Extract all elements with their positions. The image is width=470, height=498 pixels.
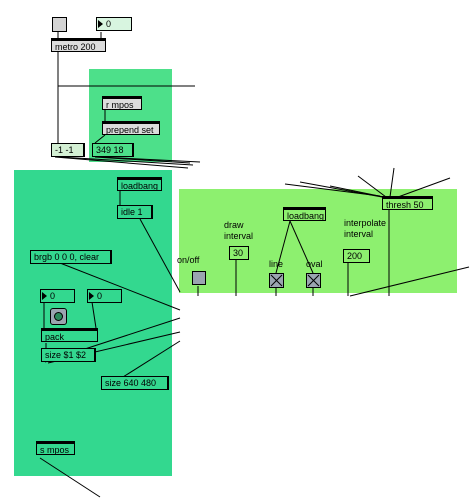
top-bang-button[interactable] — [52, 17, 67, 32]
number-right-value: 0 — [97, 291, 103, 301]
clear-message[interactable]: brgb 0 0 0, clear — [30, 250, 112, 264]
oval-label: oval — [306, 259, 323, 269]
metro-number-box[interactable]: 0 — [96, 17, 132, 31]
on-off-label: on/off — [177, 255, 200, 265]
interpolate-interval-value: 200 — [347, 251, 363, 261]
coords-message[interactable]: 349 18 — [92, 143, 134, 157]
size-message[interactable]: size $1 $2 — [41, 348, 96, 362]
prepend-set-object[interactable]: prepend set — [102, 121, 160, 135]
draw-interval-value: 30 — [233, 248, 244, 258]
number-right-box[interactable]: 0 — [87, 289, 122, 303]
bang-button[interactable] — [50, 308, 67, 325]
line-toggle[interactable] — [269, 273, 284, 288]
number-left-box[interactable]: 0 — [40, 289, 75, 303]
draw-interval-number[interactable]: 30 — [229, 246, 249, 260]
metro-object[interactable]: metro 200 — [51, 38, 106, 52]
line-label: line — [269, 259, 284, 269]
metro-number-value: 0 — [106, 19, 112, 29]
s-mpos-object[interactable]: s mpos — [36, 441, 75, 455]
draw-interval-label: draw interval — [224, 220, 254, 241]
loadbang-left-object[interactable]: loadbang — [117, 177, 162, 191]
x-mark-icon — [307, 274, 320, 287]
idle-message[interactable]: idle 1 — [117, 205, 153, 219]
number-left-value: 0 — [50, 291, 56, 301]
interpolate-interval-number[interactable]: 200 — [343, 249, 370, 263]
oval-toggle[interactable] — [306, 273, 321, 288]
x-mark-icon — [270, 274, 283, 287]
r-mpos-object[interactable]: r mpos — [102, 96, 142, 110]
number-arrow-icon — [98, 20, 103, 28]
bang-circle-icon — [54, 312, 63, 321]
minus-one-message[interactable]: -1 -1 — [51, 143, 85, 157]
on-off-toggle[interactable] — [192, 271, 206, 285]
number-arrow-icon — [42, 292, 47, 300]
thresh-object[interactable]: thresh 50 — [382, 196, 433, 210]
size-640-message[interactable]: size 640 480 — [101, 376, 169, 390]
number-arrow-icon — [89, 292, 94, 300]
pack-object[interactable]: pack — [41, 328, 98, 342]
loadbang-right-object[interactable]: loadbang — [283, 207, 326, 221]
interpolate-interval-label: interpolate interval — [344, 218, 387, 239]
